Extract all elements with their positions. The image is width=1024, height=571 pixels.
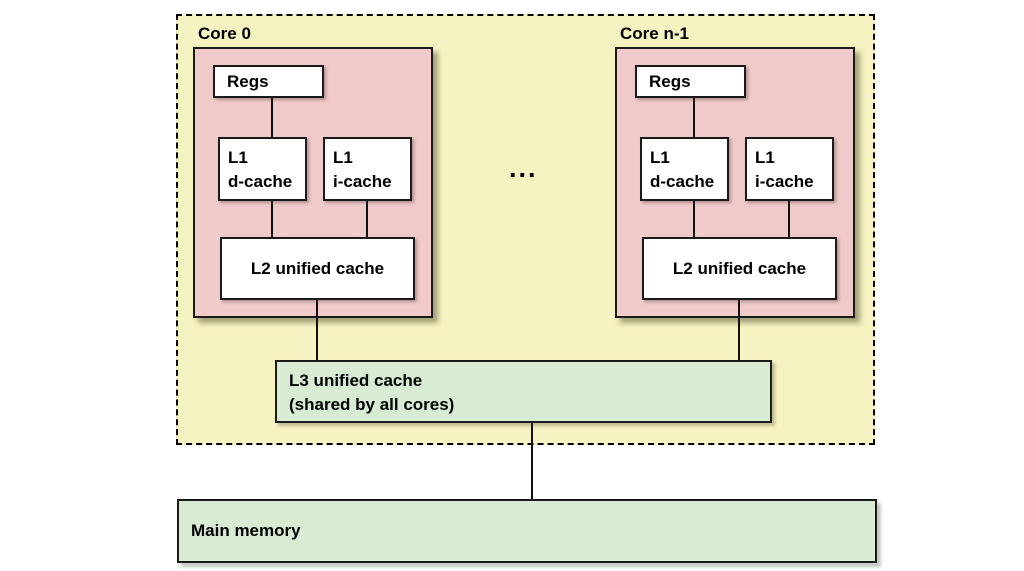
core-0-l1-dcache-box: L1 d-cache <box>218 137 307 201</box>
core-0-l2-cache-label: L2 unified cache <box>250 258 385 278</box>
l3-cache-line2: (shared by all cores) <box>289 395 455 414</box>
core-0-l1-icache-line1: L1 <box>333 148 353 167</box>
core-0-l1-icache-line2: i-cache <box>333 172 392 191</box>
core-0-l1-dcache-line2: d-cache <box>228 172 293 191</box>
connector-core0-l1d-to-l2 <box>271 201 273 237</box>
core-0-regs-label: Regs <box>227 71 269 91</box>
core-0-regs-box: Regs <box>213 65 324 98</box>
core-n1-l2-cache-label: L2 unified cache <box>672 258 807 278</box>
core-n1-l1-dcache-line1: L1 <box>650 148 670 167</box>
connector-coren1-l2-to-l3 <box>738 300 740 360</box>
connector-coren1-regs-to-l1d <box>693 98 695 137</box>
connector-l3-to-main-memory <box>531 423 533 499</box>
connector-coren1-l1i-to-l2 <box>788 201 790 237</box>
core-0-l1-dcache-line1: L1 <box>228 148 248 167</box>
core-n1-l1-icache-line1: L1 <box>755 148 775 167</box>
core-n1-regs-label: Regs <box>649 71 691 91</box>
core-0-l2-cache-box: L2 unified cache <box>220 237 415 300</box>
l3-cache-line1: L3 unified cache <box>289 371 423 390</box>
l3-cache-box: L3 unified cache (shared by all cores) <box>275 360 772 423</box>
core-n1-l1-icache-line2: i-cache <box>755 172 814 191</box>
main-memory-label: Main memory <box>191 521 301 540</box>
core-0-label: Core 0 <box>198 24 251 43</box>
connector-core0-l1i-to-l2 <box>366 201 368 237</box>
core-n1-l1-dcache-box: L1 d-cache <box>640 137 729 201</box>
connector-core0-regs-to-l1d <box>271 98 273 137</box>
core-0-l1-icache-box: L1 i-cache <box>323 137 412 201</box>
connector-core0-l2-to-l3 <box>316 300 318 360</box>
core-n1-regs-box: Regs <box>635 65 746 98</box>
core-n1-label: Core n-1 <box>620 24 689 43</box>
core-n1-l1-icache-box: L1 i-cache <box>745 137 834 201</box>
core-n1-l2-cache-box: L2 unified cache <box>642 237 837 300</box>
core-n1-l1-dcache-line2: d-cache <box>650 172 715 191</box>
connector-coren1-l1d-to-l2 <box>693 201 695 237</box>
main-memory-box: Main memory <box>177 499 877 563</box>
more-cores-ellipsis: ... <box>509 153 538 183</box>
